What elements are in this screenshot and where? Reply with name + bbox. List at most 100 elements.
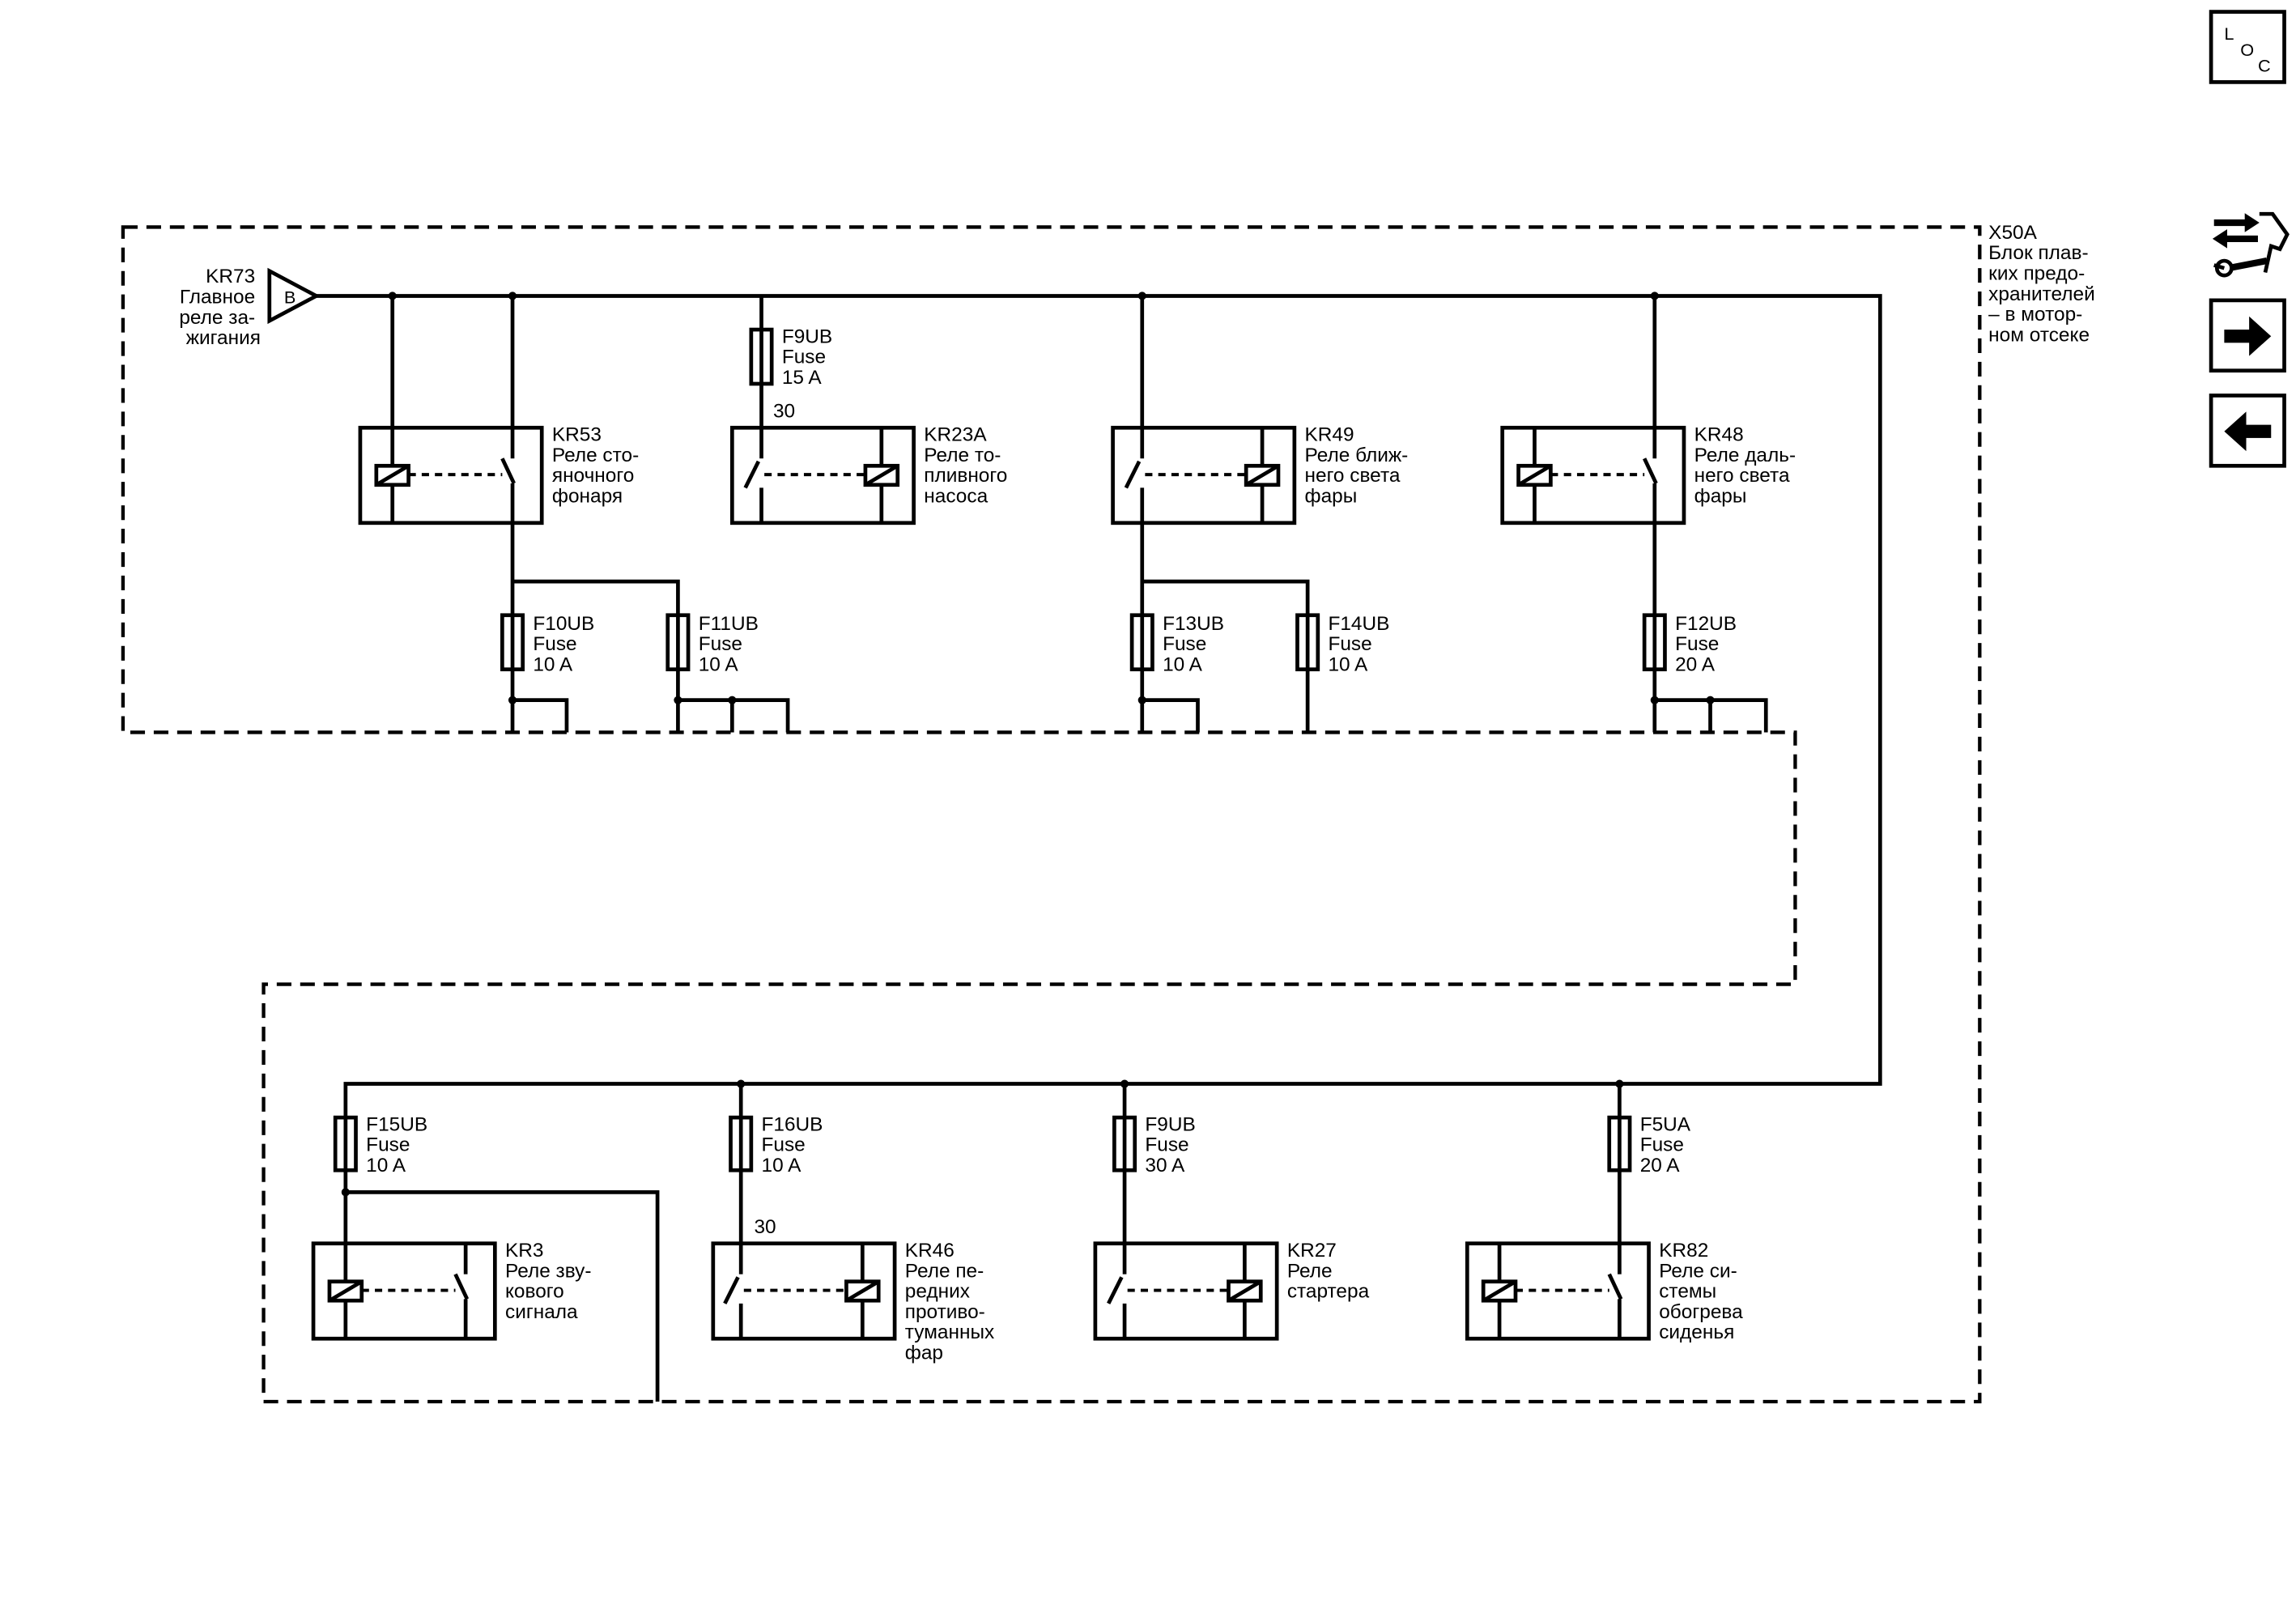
relay-desc-line: фар xyxy=(905,1343,943,1364)
relay-desc-line: Реле пе- xyxy=(905,1260,984,1282)
relay-switch-blade xyxy=(500,457,516,484)
fuse-rating: 10 A xyxy=(699,653,739,675)
splice-dot xyxy=(728,696,737,704)
source-desc-line: Главное xyxy=(180,287,255,309)
relay-label-kr48: KR48 Реле даль- него света фары xyxy=(1694,424,1801,508)
previous-page-frame[interactable] xyxy=(2209,394,2286,468)
loc-letter-c: C xyxy=(2258,56,2271,76)
fuse-f16ub xyxy=(729,1115,754,1172)
connector-service-icon[interactable] xyxy=(2212,211,2290,278)
relay-desc-line: туманных xyxy=(905,1321,994,1343)
location-view-button[interactable]: L O C xyxy=(2209,10,2286,84)
fuse-rating: 10 A xyxy=(1163,653,1203,675)
source-desc-line: реле за- xyxy=(179,307,255,329)
relay-coil-winding xyxy=(1227,1279,1262,1303)
fuse-id: F12UB xyxy=(1675,613,1737,635)
splice-dot xyxy=(1615,1079,1624,1088)
next-page-button[interactable] xyxy=(2209,298,2286,373)
fuse-id: F10UB xyxy=(533,613,594,635)
relay-switch-blade xyxy=(1643,457,1658,484)
source-label: KR73 Главное реле за- жигания xyxy=(179,266,261,349)
relay-housing xyxy=(1111,425,1297,526)
relay-desc-line: редних xyxy=(905,1281,970,1303)
terminal-label-kr46: 30 xyxy=(754,1216,776,1238)
next-page-frame[interactable] xyxy=(2209,298,2286,373)
fuse-rating: 10 A xyxy=(533,653,573,675)
fuse-block-desc-line: ном отсеке xyxy=(1988,325,2090,347)
splice-dot xyxy=(508,696,517,704)
relay-kr27 xyxy=(1093,1241,1279,1341)
splice-dot xyxy=(341,1188,350,1197)
relays xyxy=(311,425,1686,1341)
relay-desc-line: Реле ближ- xyxy=(1305,445,1409,466)
relay-coil-winding xyxy=(1244,464,1280,487)
splice-dot xyxy=(1706,696,1715,704)
fuse-rating: 10 A xyxy=(762,1155,802,1177)
relay-desc-line: яночного xyxy=(552,465,634,487)
relay-desc-line: фары xyxy=(1305,485,1358,507)
fuses xyxy=(333,327,1667,1172)
loc-letter-l: L xyxy=(2224,23,2234,44)
fuse-type: Fuse xyxy=(1328,633,1371,655)
fuse-block-desc-line: ких предо- xyxy=(1988,263,2085,285)
relay-desc-line: стартера xyxy=(1287,1281,1370,1303)
fuse-type: Fuse xyxy=(762,1134,806,1156)
relay-kr23a xyxy=(729,425,916,526)
relay-kr48 xyxy=(1500,425,1686,526)
fuse-id: F13UB xyxy=(1163,613,1224,635)
relay-housing xyxy=(729,425,916,526)
relay-desc-line: обогрева xyxy=(1659,1301,1743,1323)
splice-dot xyxy=(1120,1079,1129,1088)
relay-label-kr3: KR3 Реле зву- кового сигнала xyxy=(505,1240,597,1323)
relay-housing xyxy=(1093,1241,1279,1341)
relay-desc-line: противо- xyxy=(905,1301,985,1323)
wire-f11ub-splice xyxy=(678,698,790,733)
relay-desc-line: сиденья xyxy=(1659,1321,1734,1343)
main-power-bus xyxy=(316,294,1882,1244)
source-pin-label: B xyxy=(284,287,296,308)
location-view-icon[interactable] xyxy=(2209,10,2286,84)
kr73-connector-triangle xyxy=(267,267,321,325)
fuse-type: Fuse xyxy=(533,633,576,655)
relay-desc-line: стемы xyxy=(1659,1281,1716,1303)
connector-service-button[interactable] xyxy=(2212,211,2290,278)
fuse-label-f12ub: F12UB Fuse 20 A xyxy=(1675,613,1742,676)
splice-dot xyxy=(1650,291,1659,300)
arrow-right-icon[interactable] xyxy=(2224,316,2272,356)
relay-housing xyxy=(358,425,544,526)
previous-page-button[interactable] xyxy=(2209,394,2286,468)
relay-switch-blade xyxy=(453,1273,470,1300)
fuse-type: Fuse xyxy=(699,633,742,655)
relay-id: KR48 xyxy=(1694,424,1744,446)
arrow-left-icon[interactable] xyxy=(2224,411,2272,452)
splice-dot xyxy=(737,1079,746,1088)
relay-desc-line: него света xyxy=(1305,465,1401,487)
relay-kr49 xyxy=(1111,425,1297,526)
fuse-block-desc-line: – в мотор- xyxy=(1988,304,2082,326)
relay-id: KR27 xyxy=(1287,1240,1337,1262)
relay-kr82 xyxy=(1465,1241,1651,1341)
fuse-id: F9UB xyxy=(1145,1113,1195,1135)
relay-id: KR3 xyxy=(505,1240,543,1262)
fuse-label-f16ub: F16UB Fuse 10 A xyxy=(762,1113,829,1177)
relay-desc-line: кового xyxy=(505,1281,564,1303)
wire-f10ub-splice xyxy=(512,698,569,733)
fuse-rating: 20 A xyxy=(1675,653,1716,675)
relay-switch-blade xyxy=(1124,460,1142,489)
fuse-label-f15ub: F15UB Fuse 10 A xyxy=(366,1113,433,1177)
wire-kr53-branch-f11ub xyxy=(512,579,680,733)
fuse-id: F15UB xyxy=(366,1113,427,1135)
relay-housing xyxy=(711,1241,897,1341)
relay-switch-blade xyxy=(743,460,760,489)
relay-coil-winding xyxy=(375,464,410,487)
fuse-rating: 15 A xyxy=(782,367,823,389)
relay-desc-line: Реле зву- xyxy=(505,1260,592,1282)
relay-desc-line: Реле xyxy=(1287,1260,1333,1282)
relay-label-kr82: KR82 Реле си- стемы обогрева сиденья xyxy=(1659,1240,1748,1343)
fuse-f10ub xyxy=(500,613,525,672)
relay-desc-line: Реле сто- xyxy=(552,445,639,466)
source-id: KR73 xyxy=(206,266,255,287)
relay-coil-winding xyxy=(1517,464,1552,487)
relay-desc-line: Реле то- xyxy=(924,445,1001,466)
